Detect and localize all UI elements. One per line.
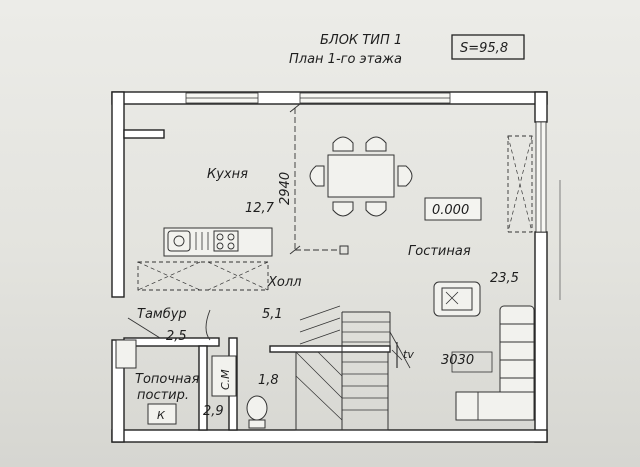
level-mark-box [424,197,482,221]
living-wall-cabinet [507,135,533,233]
staircase [295,305,411,431]
wc-area: 1,8 [258,373,279,388]
vestibule-name: Тамбур [137,307,187,322]
boiler-area: 2,9 [203,404,224,419]
vestibule-area: 2,5 [166,329,187,344]
plan-subtitle: План 1-го этажа [289,52,402,67]
sofa-length-frame [451,351,493,373]
kitchen-cabinet-zone [137,261,269,291]
level-mark: 0.000 [432,203,469,218]
kitchen-counter [163,227,273,257]
sofa-length: 3030 [441,353,474,368]
dining-set [309,136,413,217]
dimension-line [289,103,349,255]
living-area: 23,5 [490,271,519,286]
washing-machine-label: С.М [219,369,232,390]
boiler-name-line1: Топочная [135,372,199,387]
hall-area: 5,1 [262,307,283,322]
armchair [433,281,481,317]
toilet [246,395,268,429]
hall-name: Холл [267,275,301,290]
kitchen-name: Кухня [207,167,248,182]
area-box [451,34,525,60]
tv-symbol [391,342,403,368]
living-name: Гостиная [408,244,471,259]
windows [185,92,547,233]
plan-title: БЛОК ТИП 1 [320,33,402,48]
corner-sofa [455,305,535,421]
boiler-room-fixtures [115,339,237,425]
total-area: S=95,8 [460,41,508,56]
boiler-name-line2: постир. [137,388,189,403]
boiler-tag: К [157,409,166,422]
tv-label: tv [403,348,414,361]
dimension-label: 2940 [278,172,293,205]
kitchen-area: 12,7 [245,201,275,216]
